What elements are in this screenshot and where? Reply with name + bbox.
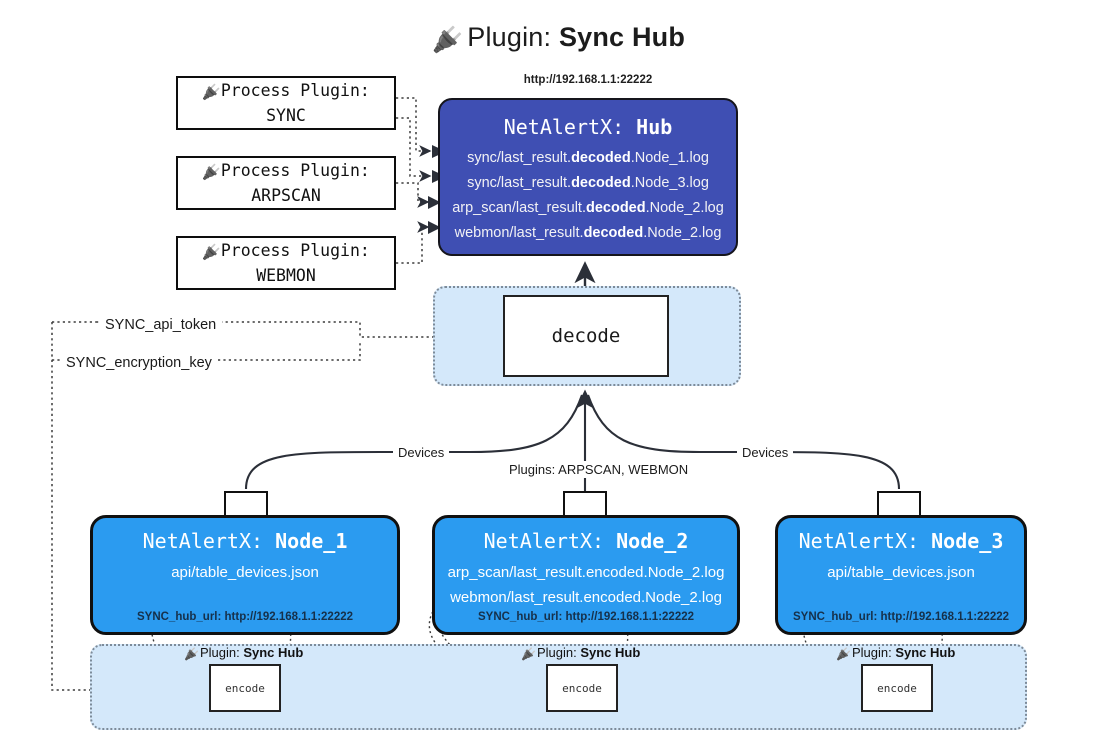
node-data-line: webmon/last_result.encoded.Node_2.log — [450, 589, 722, 606]
hub-log-line: sync/last_result.decoded.Node_1.log — [467, 150, 709, 166]
node-data-lines: api/table_devices.json — [93, 560, 397, 585]
node-card-node-3[interactable]: NetAlertX: Node_3 api/table_devices.json… — [775, 515, 1027, 635]
decode-box[interactable]: decode — [503, 295, 669, 377]
label-sync-encryption-key: SYNC_encryption_key — [60, 354, 218, 372]
node-card-node-1[interactable]: NetAlertX: Node_1 api/table_devices.json… — [90, 515, 400, 635]
edge-webmon-to-hub-line4 — [396, 221, 430, 264]
plug-icon: 🔌 — [431, 26, 464, 54]
hub-log-line: webmon/last_result.decoded.Node_2.log — [454, 225, 722, 241]
node-data-lines: arp_scan/last_result.encoded.Node_2.log … — [435, 560, 737, 610]
process-plugin-sync-name: SYNC — [266, 105, 306, 125]
plug-icon: 🔌 — [202, 82, 221, 101]
node-data-line: api/table_devices.json — [171, 564, 319, 581]
process-plugin-arpscan-line1: 🔌Process Plugin: — [202, 159, 370, 184]
process-plugin-webmon-name: WEBMON — [256, 265, 316, 285]
plug-icon: 🔌 — [836, 647, 851, 661]
encode-plugin-label: 🔌Plugin: Sync Hub — [521, 645, 641, 661]
hub-title: NetAlertX: Hub — [440, 114, 736, 140]
hub-log-lines: sync/last_result.decoded.Node_1.log sync… — [440, 146, 736, 246]
edge-label-plugins: Plugins: ARPSCAN, WEBMON — [504, 461, 694, 478]
process-plugin-webmon[interactable]: 🔌Process Plugin: WEBMON — [176, 236, 396, 290]
node-data-line: api/table_devices.json — [827, 564, 975, 581]
page-title-prefix: Plugin: — [467, 22, 552, 52]
edge-label-devices-left: Devices — [393, 444, 450, 461]
encode-plugin-label: 🔌Plugin: Sync Hub — [836, 645, 956, 661]
plug-icon: 🔌 — [184, 647, 199, 661]
node-hub-url: SYNC_hub_url: http://192.168.1.1:22222 — [792, 611, 1010, 623]
edge-sync-to-hub-line1 — [396, 97, 432, 157]
edge-encryption-key-to-decode — [218, 340, 361, 361]
node-data-line: arp_scan/last_result.encoded.Node_2.log — [447, 564, 725, 581]
encode-box[interactable]: encode — [546, 664, 618, 712]
process-plugin-arpscan-name: ARPSCAN — [251, 185, 321, 205]
node-card-node-2[interactable]: NetAlertX: Node_2 arp_scan/last_result.e… — [432, 515, 740, 635]
edge-arpscan-to-hub-line3 — [396, 182, 430, 208]
node-title: NetAlertX: Node_1 — [142, 529, 348, 553]
process-plugin-arpscan[interactable]: 🔌Process Plugin: ARPSCAN — [176, 156, 396, 210]
hub-title-name: Hub — [636, 115, 673, 139]
process-plugin-sync-line1: 🔌Process Plugin: — [202, 79, 370, 104]
edge-sync-to-hub-line2 — [396, 117, 432, 182]
process-plugin-webmon-line1: 🔌Process Plugin: — [202, 239, 370, 264]
process-plugin-sync[interactable]: 🔌Process Plugin: SYNC — [176, 76, 396, 130]
hub-title-prefix: NetAlertX: — [503, 115, 625, 139]
encode-box[interactable]: encode — [209, 664, 281, 712]
hub-card[interactable]: NetAlertX: Hub sync/last_result.decoded.… — [438, 98, 738, 256]
plug-icon: 🔌 — [202, 162, 221, 181]
node-title: NetAlertX: Node_3 — [798, 529, 1004, 553]
hub-url-label: http://192.168.1.1:22222 — [523, 74, 653, 86]
node-hub-url: SYNC_hub_url: http://192.168.1.1:22222 — [477, 611, 695, 623]
label-sync-api-token: SYNC_api_token — [99, 316, 223, 334]
page-title-name: Sync Hub — [558, 22, 686, 52]
encode-box[interactable]: encode — [861, 664, 933, 712]
node-hub-url: SYNC_hub_url: http://192.168.1.1:22222 — [136, 611, 354, 623]
node-data-lines: api/table_devices.json — [778, 560, 1024, 585]
node-title: NetAlertX: Node_2 — [483, 529, 689, 553]
hub-log-line: sync/last_result.decoded.Node_3.log — [467, 175, 709, 191]
edge-label-devices-right: Devices — [737, 444, 794, 461]
encode-plugin-label: 🔌Plugin: Sync Hub — [184, 645, 304, 661]
plug-icon: 🔌 — [202, 242, 221, 261]
page-title: 🔌Plugin: Sync Hub — [0, 16, 1117, 61]
hub-log-line: arp_scan/last_result.decoded.Node_2.log — [452, 200, 724, 216]
plug-icon: 🔌 — [521, 647, 536, 661]
